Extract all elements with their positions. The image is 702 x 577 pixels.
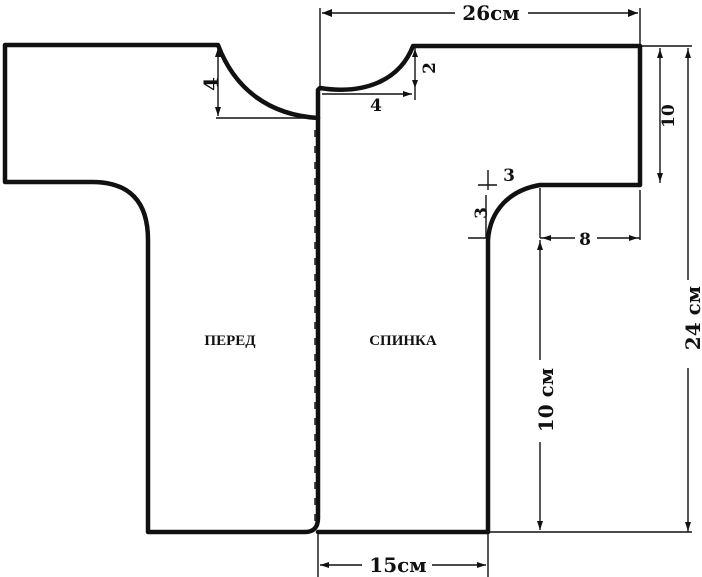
- underarm-curve-width-dimension: [478, 170, 497, 190]
- side-height-label: 10 см: [534, 368, 558, 432]
- underarm-width-dimension: [539, 188, 641, 241]
- back-neck-width-label: 4: [370, 96, 382, 116]
- underarm-curve-width-label: 3: [503, 166, 515, 186]
- back-neck-depth-label: 2: [420, 62, 440, 74]
- sleeve-height-label: 10: [659, 104, 679, 128]
- front-piece-outline: [2, 42, 321, 535]
- bottom-width-label: 15см: [369, 553, 426, 577]
- back-neck-depth-dimension: [412, 48, 418, 100]
- underarm-curve-height-dimension: [468, 195, 487, 239]
- total-height-label: 24 см: [681, 286, 702, 350]
- front-neck-depth-dimension: [215, 47, 316, 119]
- back-piece-outline: [315, 43, 643, 535]
- side-height-dimension: [537, 240, 543, 530]
- underarm-curve-height-label: 3: [472, 207, 492, 219]
- top-width-label: 26см: [462, 1, 519, 25]
- bottom-width-dimension: [317, 532, 489, 577]
- front-piece-label: ПЕРЕД: [204, 333, 256, 349]
- back-neck-width-dimension: [322, 91, 412, 97]
- total-height-dimension: [490, 48, 692, 533]
- back-piece-label: СПИНКА: [369, 333, 437, 349]
- front-neck-depth-label: 4: [199, 77, 223, 91]
- sleeve-height-dimension: [640, 45, 692, 183]
- underarm-width-label: 8: [579, 230, 591, 250]
- top-width-dimension: [319, 8, 641, 90]
